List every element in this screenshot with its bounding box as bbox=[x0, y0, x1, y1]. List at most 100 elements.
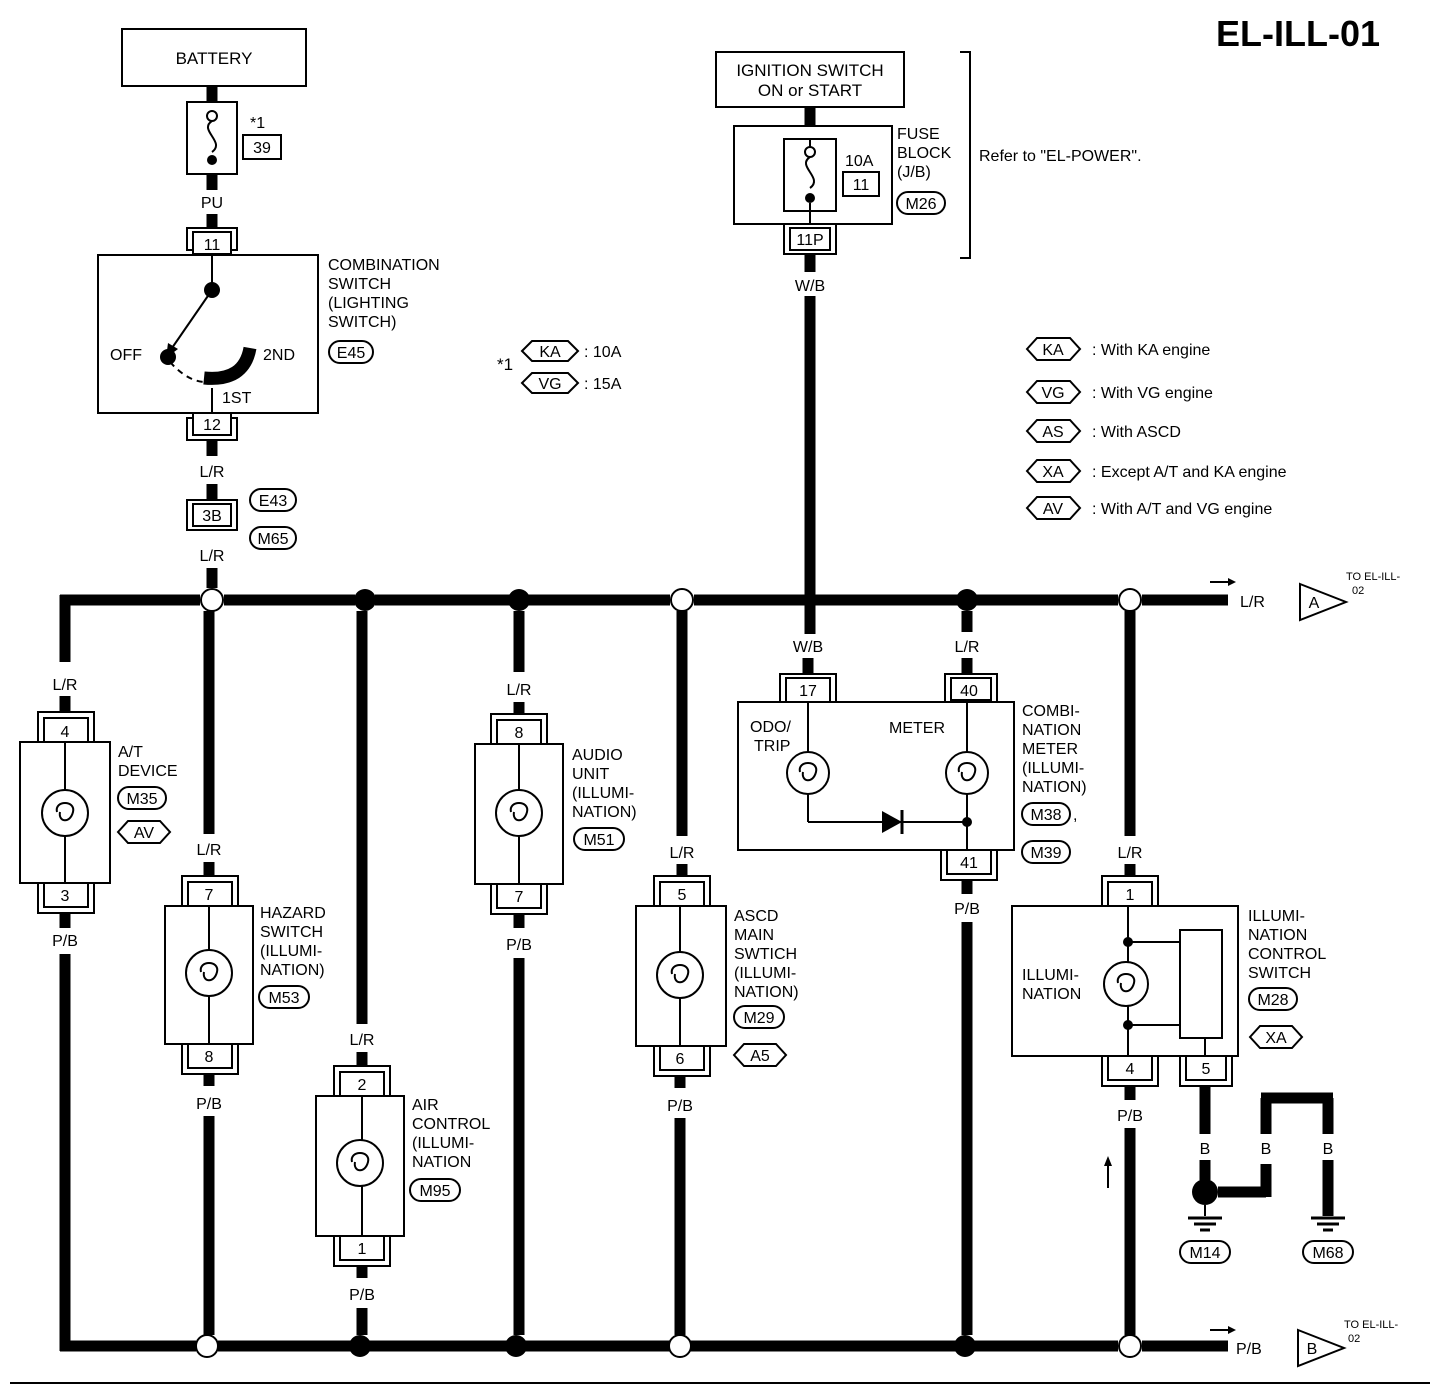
wire-label-pu: PU bbox=[201, 195, 223, 212]
comb-switch-title-1: COMBINATION bbox=[328, 257, 440, 274]
wire-label-b-3: B bbox=[1323, 1141, 1334, 1158]
illum-conn: M28 bbox=[1257, 992, 1288, 1009]
illum-pin-1: 1 bbox=[1126, 887, 1135, 904]
bus-node-3 bbox=[508, 589, 530, 611]
air-conn: M95 bbox=[419, 1183, 450, 1200]
to-b-label: TO EL-ILL- bbox=[1344, 1319, 1399, 1331]
wire-label-lr-1: L/R bbox=[200, 464, 225, 481]
meter-meter-label: METER bbox=[889, 720, 945, 737]
wire-label-pb-meter: P/B bbox=[954, 901, 980, 918]
comb-switch-pin-12: 12 bbox=[203, 417, 221, 434]
note-ka-value: : 10A bbox=[584, 344, 622, 361]
wire-label-lr-at: L/R bbox=[53, 677, 78, 694]
meter-conn-m38: M38 bbox=[1030, 807, 1061, 824]
note-vg-code: VG bbox=[538, 376, 561, 393]
hazard-title-2: SWITCH bbox=[260, 924, 323, 941]
legend-text-xa: : Except A/T and KA engine bbox=[1092, 464, 1287, 481]
joint-pin: 3B bbox=[202, 508, 222, 525]
switch-2nd-label: 2ND bbox=[263, 347, 295, 364]
comb-switch-title-4: SWITCH) bbox=[328, 314, 396, 331]
to-b-letter: B bbox=[1307, 1341, 1318, 1358]
wire-label-lr-2: L/R bbox=[200, 548, 225, 565]
to-connector-a bbox=[1299, 582, 1349, 622]
bus-node-5 bbox=[956, 589, 978, 611]
wire-label-pb-out: P/B bbox=[1236, 1341, 1262, 1358]
audio-title-4: NATION) bbox=[572, 804, 637, 821]
meter-title-1: COMBI- bbox=[1022, 703, 1080, 720]
wire-label-lr-hazard: L/R bbox=[197, 842, 222, 859]
illum-inner-1: ILLUMI- bbox=[1022, 967, 1079, 984]
meter-title-3: METER bbox=[1022, 741, 1078, 758]
ascd-code: A5 bbox=[750, 1048, 770, 1065]
fuse-num-box bbox=[242, 134, 282, 160]
meter-odo-2: TRIP bbox=[754, 738, 790, 755]
meter-pin-41: 41 bbox=[960, 855, 978, 872]
ground-m14: M14 bbox=[1189, 1245, 1220, 1262]
audio-title-2: UNIT bbox=[572, 766, 610, 783]
ascd-title-3: SWTICH bbox=[734, 946, 797, 963]
meter-conn-comma: , bbox=[1073, 807, 1077, 824]
at-pin-top: 4 bbox=[61, 724, 70, 741]
air-title-4: NATION bbox=[412, 1154, 471, 1171]
wire-label-wb-1: W/B bbox=[795, 278, 825, 295]
to-a-num: 02 bbox=[1352, 585, 1364, 597]
hazard-title-3: (ILLUMI- bbox=[260, 943, 322, 960]
comb-switch-pin-11: 11 bbox=[204, 237, 221, 254]
ascd-title-1: ASCD bbox=[734, 908, 778, 925]
gnd-bus-node-2 bbox=[349, 1335, 371, 1357]
legend-code-ka: KA bbox=[1042, 342, 1064, 359]
legend-code-vg: VG bbox=[1041, 385, 1064, 402]
combination-switch-box bbox=[97, 254, 319, 414]
gnd-bus-node-5 bbox=[954, 1335, 976, 1357]
hazard-title-1: HAZARD bbox=[260, 905, 326, 922]
at-title-1: A/T bbox=[118, 744, 143, 761]
fuse-block-title-2: BLOCK bbox=[897, 145, 952, 162]
illum-title-1: ILLUMI- bbox=[1248, 908, 1305, 925]
wire-label-lr-audio: L/R bbox=[507, 682, 532, 699]
ascd-title-2: MAIN bbox=[734, 927, 774, 944]
air-pin-top: 2 bbox=[358, 1077, 367, 1094]
switch-off-label: OFF bbox=[110, 347, 142, 364]
audio-title-1: AUDIO bbox=[572, 747, 623, 764]
ignition-label-2: ON or START bbox=[758, 81, 862, 100]
comb-switch-conn: E45 bbox=[337, 345, 366, 362]
wire-label-lr-meter: L/R bbox=[955, 639, 980, 656]
wire-label-wb-2: W/B bbox=[793, 639, 823, 656]
audio-pin-top: 8 bbox=[515, 725, 524, 742]
bus-node-1 bbox=[200, 588, 224, 612]
meter-title-4: (ILLUMI- bbox=[1022, 760, 1084, 777]
hazard-title-4: NATION) bbox=[260, 962, 325, 979]
meter-odo-1: ODO/ bbox=[750, 719, 791, 736]
wire-label-lr-ascd: L/R bbox=[670, 845, 695, 862]
ascd-title-5: NATION) bbox=[734, 984, 799, 1001]
ignition-switch-box bbox=[715, 51, 905, 108]
legend-text-vg: : With VG engine bbox=[1092, 385, 1213, 402]
refer-note: Refer to "EL-POWER". bbox=[979, 148, 1142, 165]
to-a-letter: A bbox=[1309, 595, 1320, 612]
comb-switch-title-2: SWITCH bbox=[328, 276, 391, 293]
gnd-bus-node-6 bbox=[1118, 1334, 1142, 1358]
legend-code-xa: XA bbox=[1042, 464, 1064, 481]
meter-pin-17: 17 bbox=[799, 683, 817, 700]
to-connector-b bbox=[1297, 1328, 1347, 1368]
wire-label-pb-illum: P/B bbox=[1117, 1108, 1143, 1125]
illum-title-2: NATION bbox=[1248, 927, 1307, 944]
air-title-2: CONTROL bbox=[412, 1116, 490, 1133]
illum-title-4: SWITCH bbox=[1248, 965, 1311, 982]
ascd-title-4: (ILLUMI- bbox=[734, 965, 796, 982]
gnd-bus-node-1 bbox=[195, 1334, 219, 1358]
at-code: AV bbox=[134, 825, 154, 842]
note-star: *1 bbox=[497, 355, 513, 374]
wire-label-lr-air: L/R bbox=[350, 1032, 375, 1049]
bus-node-2 bbox=[354, 589, 376, 611]
ground-m68: M68 bbox=[1312, 1245, 1343, 1262]
bus-node-6 bbox=[1118, 588, 1142, 612]
fuse-block-amp: 10A bbox=[845, 153, 874, 170]
fuse-block-num: 11 bbox=[853, 177, 870, 194]
joint-conn-e43: E43 bbox=[259, 493, 288, 510]
legend-code-av: AV bbox=[1043, 501, 1063, 518]
hazard-conn: M53 bbox=[268, 990, 299, 1007]
battery-label: BATTERY bbox=[176, 49, 253, 68]
note-ka-code: KA bbox=[539, 344, 561, 361]
